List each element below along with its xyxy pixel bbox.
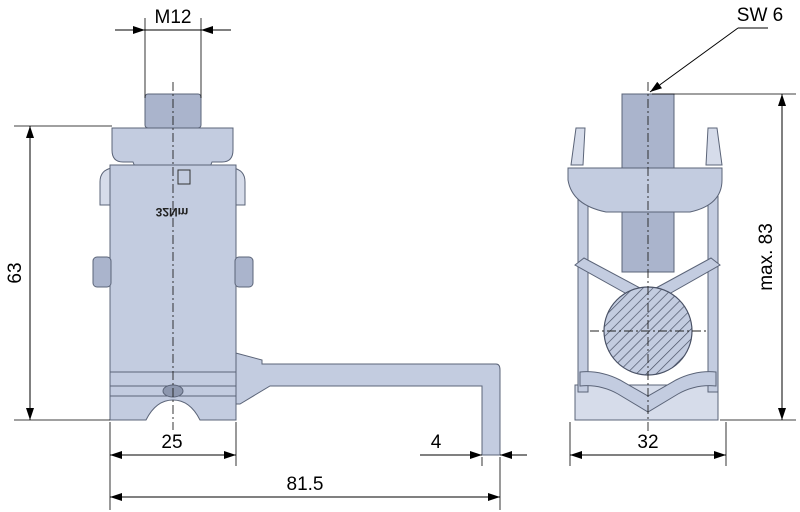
side-lug-right [234, 256, 254, 288]
bracket-arm [231, 351, 501, 456]
side-view [567, 82, 723, 432]
torque-stamp: 32Nm [156, 205, 189, 219]
tab-left [570, 127, 586, 166]
lower-saddle [579, 371, 717, 413]
dim-total-length: 81.5 [287, 474, 324, 495]
base-block [574, 384, 719, 421]
dim-width-side: 32 [637, 432, 658, 453]
dim-height-left: 63 [5, 262, 26, 283]
dim-height-max: max. 83 [756, 223, 777, 291]
dim-width-body: 25 [161, 432, 182, 453]
top-bracket [567, 167, 723, 213]
dim-thread: M12 [155, 7, 192, 28]
front-view: 32Nm [92, 82, 501, 456]
side-lug-left [92, 256, 112, 288]
dim-wrench-size: SW 6 [737, 5, 783, 26]
dimension-lines: M12 63 25 4 81.5 SW 6 max. 83 32 [5, 5, 796, 510]
tab-right [705, 127, 723, 166]
dim-bracket-thickness: 4 [431, 432, 442, 453]
indicator-window [177, 169, 191, 185]
